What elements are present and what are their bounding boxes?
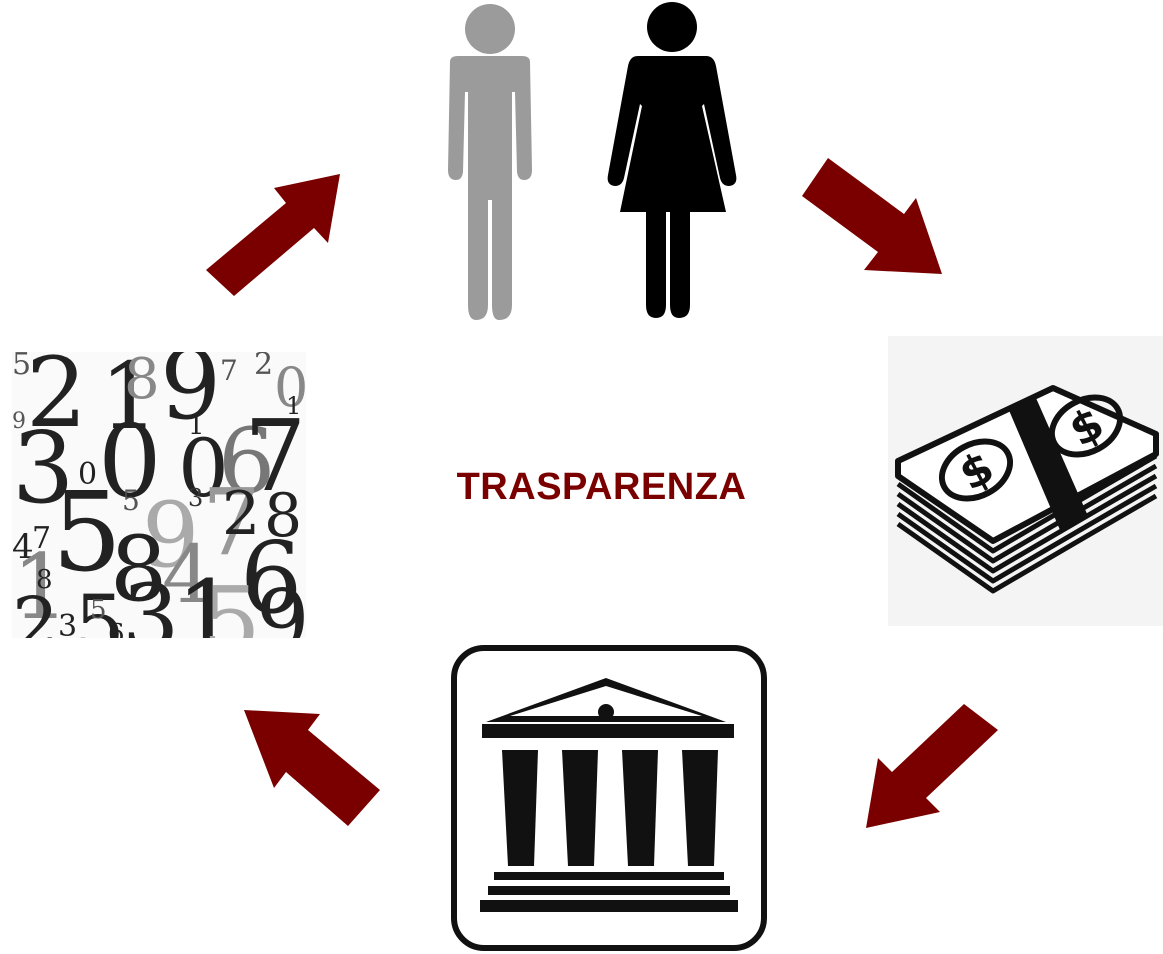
svg-text:6: 6 [218,409,275,514]
svg-text:9: 9 [160,352,221,441]
svg-text:8: 8 [124,352,160,412]
svg-text:5: 5 [90,595,107,625]
svg-text:0: 0 [274,356,306,419]
svg-text:6: 6 [240,522,302,636]
arrow-up-left-icon [244,710,380,826]
arrow-shape [206,174,340,296]
svg-text:7: 7 [220,354,238,387]
svg-text:8: 8 [264,481,302,551]
svg-text:7: 7 [32,521,51,556]
people-icon [448,2,737,320]
svg-text:1: 1 [100,352,159,450]
svg-text:7: 7 [244,400,306,514]
svg-text:3: 3 [58,609,77,638]
svg-text:5: 5 [122,484,140,517]
svg-text:9: 9 [142,483,199,588]
svg-text:5: 5 [12,352,31,382]
svg-text:9: 9 [12,409,26,434]
svg-text:0: 0 [78,457,97,492]
center-title: TRASPARENZA [456,466,747,508]
svg-text:3: 3 [122,565,179,638]
svg-text:0: 0 [98,403,162,520]
svg-text:5: 5 [52,468,122,596]
arrow-up-right-icon [206,174,340,296]
svg-text:9: 9 [256,572,306,638]
svg-text:4: 4 [162,528,213,621]
svg-text:2: 2 [12,582,59,638]
svg-text:4: 4 [12,527,34,567]
money-stack-icon: $ $ [888,336,1163,626]
svg-text:8: 8 [110,517,167,622]
arrow-shape [244,710,380,826]
svg-text:8: 8 [36,565,53,595]
man-icon [448,4,532,320]
woman-icon [607,2,737,318]
svg-text:5: 5 [202,567,261,638]
svg-text:2: 2 [26,352,87,449]
svg-text:5: 5 [74,578,125,638]
arrow-shape [802,158,942,274]
svg-text:7: 7 [202,469,261,576]
svg-text:3: 3 [12,412,74,526]
bank-building-icon [451,645,767,951]
svg-text:1: 1 [188,411,205,441]
svg-text:1: 1 [12,535,69,638]
svg-text:2: 2 [222,479,260,549]
svg-text:3: 3 [188,484,203,512]
arrow-shape [866,704,998,828]
svg-text:6: 6 [108,619,125,638]
svg-text:2: 2 [254,352,273,382]
svg-text:1: 1 [176,559,240,638]
svg-text:0: 0 [178,422,229,515]
numbers-collage-icon: 5 2 1 8 9 7 2 0 1 9 3 0 0 1 0 6 7 5 5 9 … [12,352,306,638]
arrow-down-right-icon [802,158,942,274]
svg-text:1: 1 [286,392,301,420]
arrow-down-left-icon [866,704,998,828]
